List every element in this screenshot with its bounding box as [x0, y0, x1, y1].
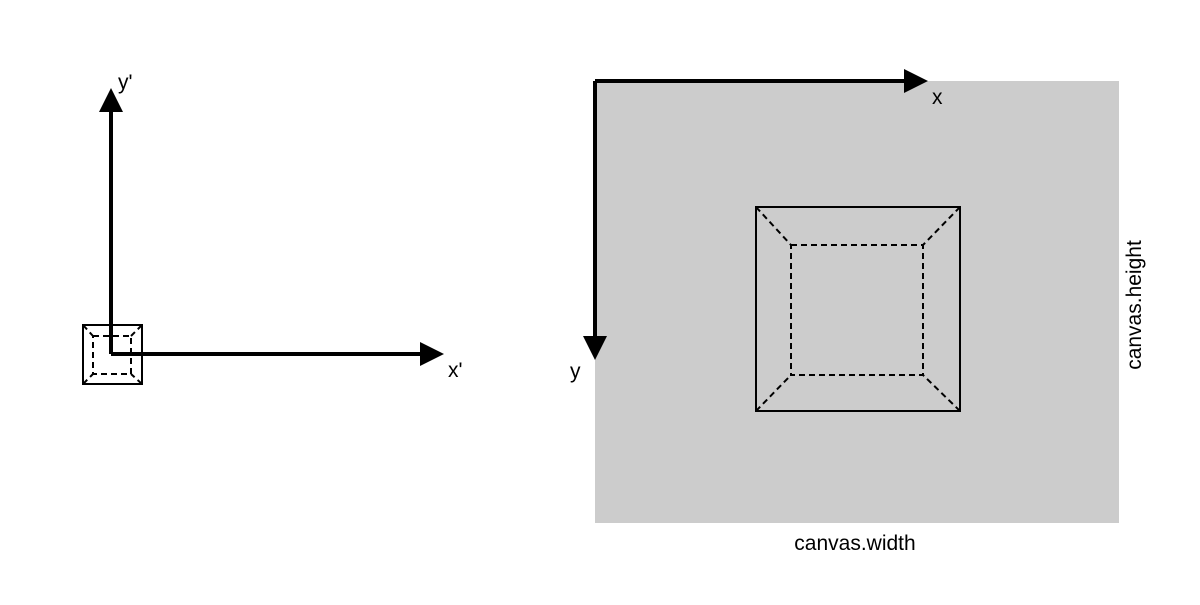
large-box-corner-tr: [922, 206, 961, 246]
large-box-inner: [790, 244, 924, 376]
y-axis-label: y: [570, 360, 581, 383]
large-box-corner-br: [922, 374, 961, 412]
x-axis-label: x: [932, 86, 943, 109]
large-box-corner-tl: [755, 206, 792, 246]
y-prime-axis-label: y': [118, 71, 133, 94]
large-box-corner-bl: [755, 374, 792, 412]
canvas-area: [595, 81, 1119, 523]
canvas-height-label: canvas.height: [1123, 240, 1146, 370]
small-box-corner-tl: [82, 324, 94, 337]
right-panel: x y canvas.width canvas.height: [570, 69, 1146, 555]
small-box-corner-bl: [82, 373, 94, 385]
small-box-inner: [92, 335, 132, 375]
large-box-outer: [755, 206, 961, 412]
small-box-corner-tr: [130, 324, 143, 337]
small-box-corner-br: [130, 373, 143, 385]
canvas-width-label: canvas.width: [794, 532, 915, 555]
left-panel: x' y': [82, 71, 463, 385]
x-prime-axis-label: x': [448, 359, 463, 382]
